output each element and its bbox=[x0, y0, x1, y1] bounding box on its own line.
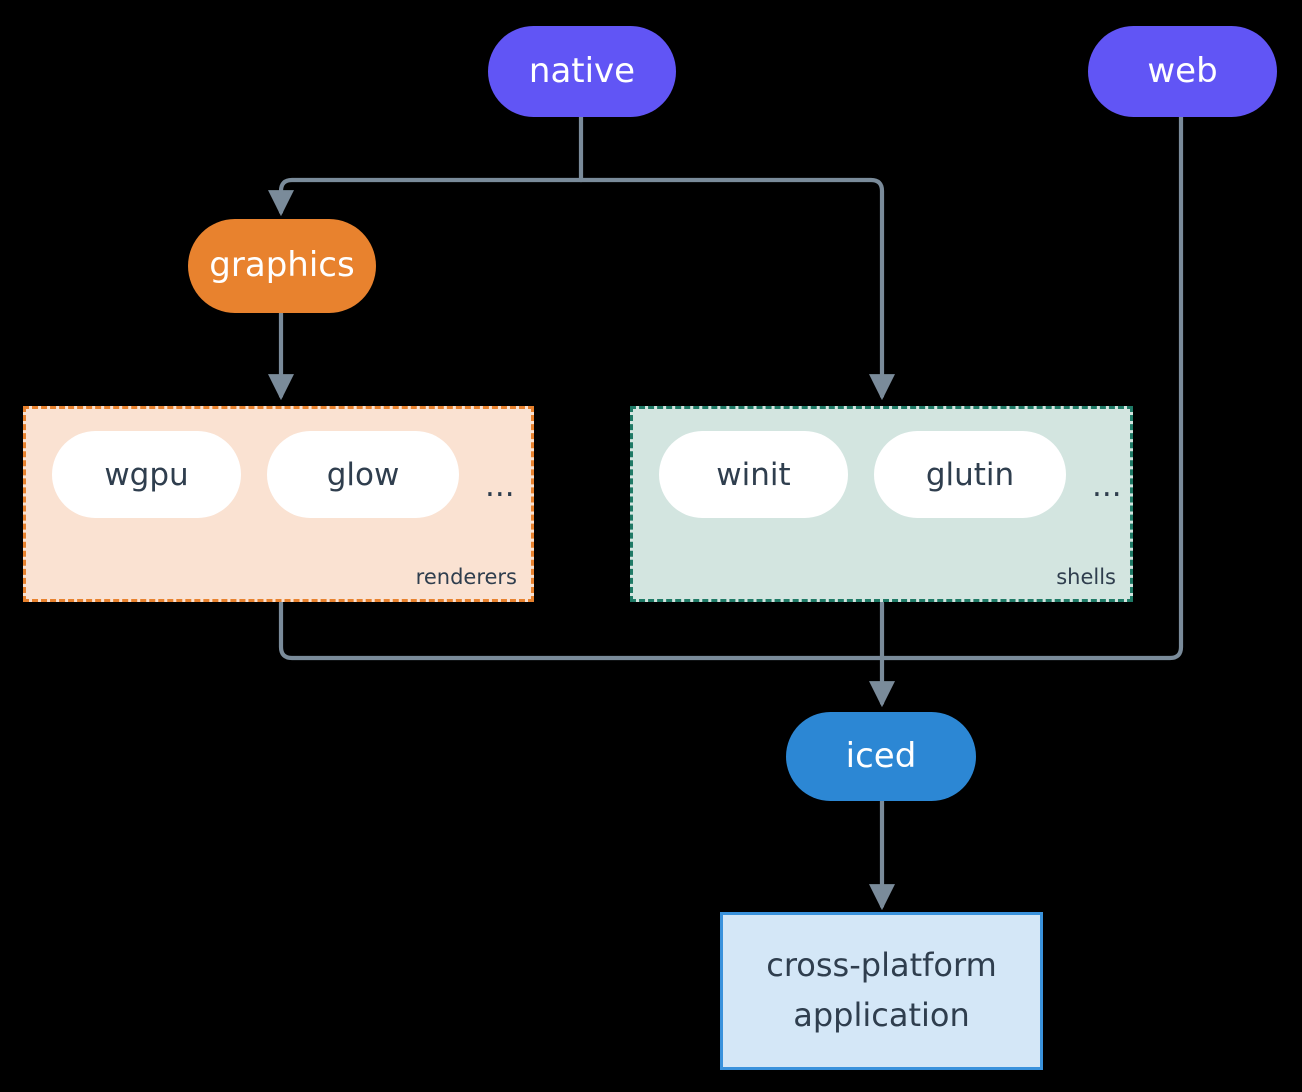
chip-wgpu[interactable]: wgpu bbox=[52, 431, 241, 518]
group-shells-label: shells bbox=[1056, 565, 1116, 589]
chip-winit-label: winit bbox=[716, 456, 791, 493]
node-iced[interactable]: iced bbox=[786, 712, 976, 801]
node-graphics-label: graphics bbox=[209, 245, 355, 286]
chip-glow-label: glow bbox=[326, 456, 400, 493]
node-graphics[interactable]: graphics bbox=[188, 219, 376, 313]
node-web[interactable]: web bbox=[1088, 26, 1277, 117]
node-web-label: web bbox=[1147, 50, 1218, 91]
chip-glutin[interactable]: glutin bbox=[874, 431, 1066, 518]
node-application-line1: cross-platform bbox=[766, 946, 997, 985]
node-application[interactable]: cross-platform application bbox=[720, 912, 1043, 1070]
chip-winit[interactable]: winit bbox=[659, 431, 848, 518]
group-shells[interactable]: winit glutin ... shells bbox=[630, 406, 1133, 602]
node-native-label: native bbox=[528, 50, 636, 91]
node-application-line2: application bbox=[793, 996, 970, 1034]
chip-glow[interactable]: glow bbox=[267, 431, 459, 518]
edge-renderers-to-iced bbox=[278, 600, 885, 661]
shells-overflow-ellipsis: ... bbox=[1092, 468, 1122, 504]
chip-wgpu-label: wgpu bbox=[104, 456, 189, 493]
node-iced-label: iced bbox=[845, 735, 917, 776]
group-renderers[interactable]: wgpu glow ... renderers bbox=[23, 406, 534, 602]
edge-native-to-shells bbox=[578, 177, 896, 401]
chip-glutin-label: glutin bbox=[925, 456, 1015, 493]
group-renderers-label: renderers bbox=[415, 565, 517, 589]
renderers-overflow-ellipsis: ... bbox=[485, 468, 515, 504]
node-native[interactable]: native bbox=[488, 26, 676, 117]
edge-native-to-graphics bbox=[267, 177, 584, 217]
